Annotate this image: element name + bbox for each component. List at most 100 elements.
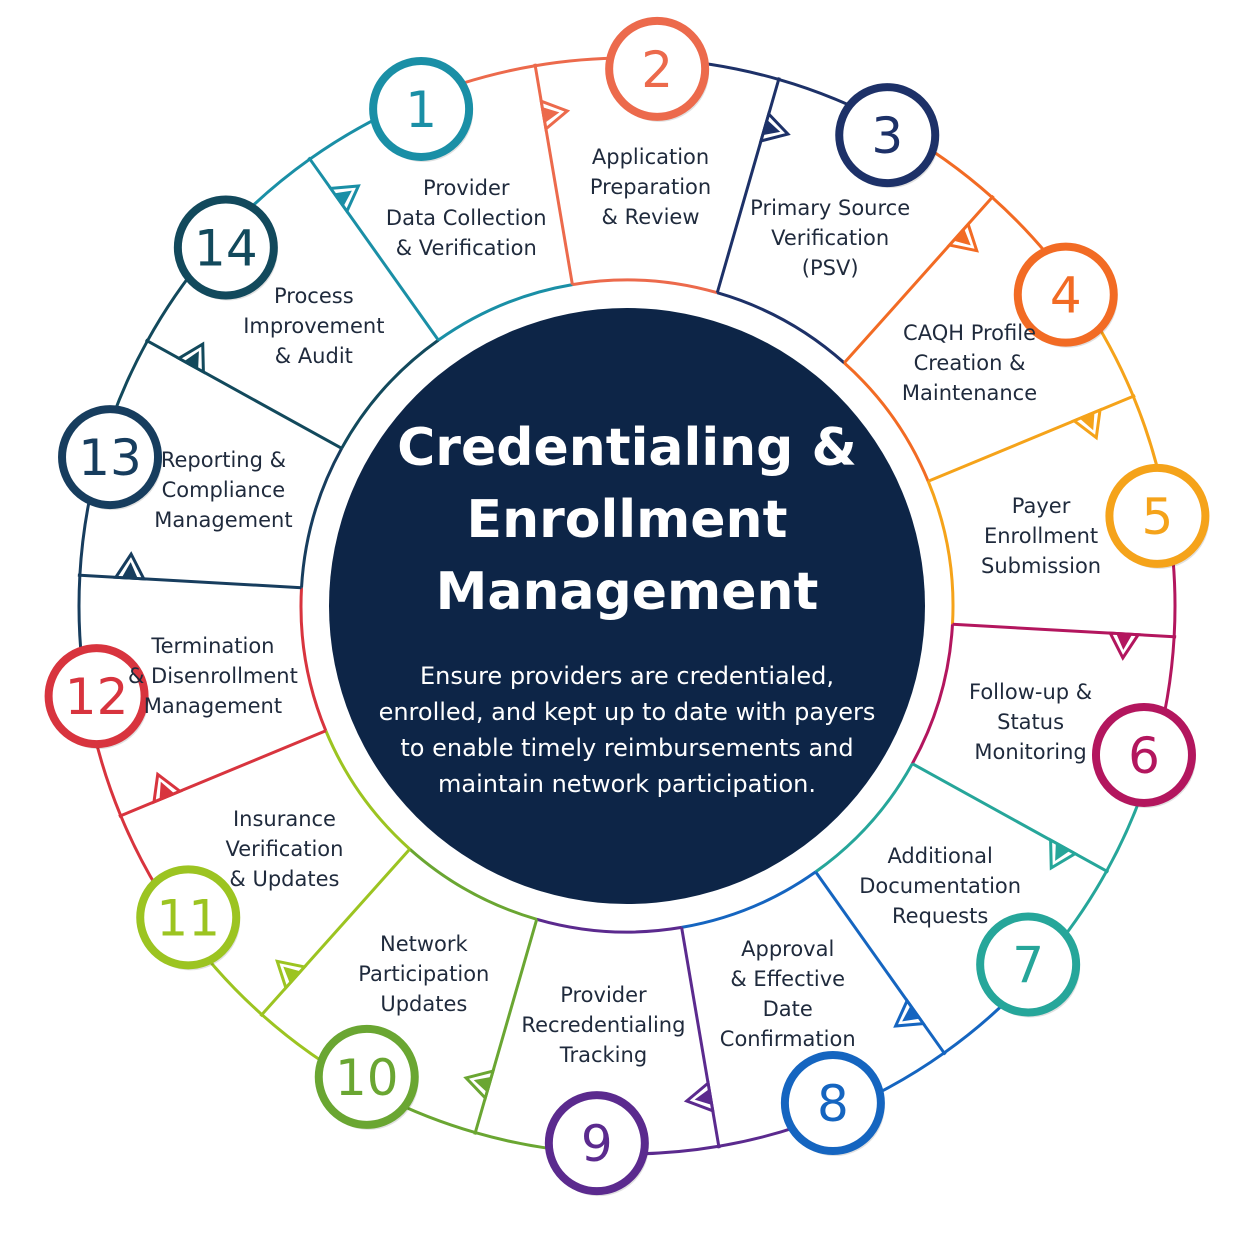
step-label-line: Follow-up & bbox=[969, 680, 1093, 705]
inner-ring-arc bbox=[814, 762, 914, 874]
center-text: Credentialing & Enrollment Management En… bbox=[357, 400, 897, 802]
flow-arrow-fill bbox=[542, 107, 560, 123]
step-circle bbox=[136, 865, 241, 970]
step-label-line: & Disenrollment bbox=[128, 664, 298, 689]
step-number: 6 bbox=[1128, 727, 1160, 785]
step-label-line: & Updates bbox=[229, 867, 340, 892]
step-label-line: Primary Source bbox=[750, 196, 911, 221]
step-number: 4 bbox=[1050, 267, 1082, 325]
step-label-line: Verification bbox=[225, 837, 344, 862]
step-label-line: Approval bbox=[741, 937, 835, 962]
flow-arrow-fill bbox=[1055, 843, 1070, 861]
step-label-line: Insurance bbox=[232, 807, 336, 832]
step-number: 9 bbox=[581, 1115, 613, 1173]
step-circle bbox=[44, 644, 149, 749]
step-label-line: Management bbox=[143, 694, 283, 719]
inner-ring-arc bbox=[716, 291, 846, 365]
step-label-line: & Verification bbox=[395, 235, 537, 260]
step-label-line: Tracking bbox=[559, 1043, 648, 1068]
flow-arrow-fill bbox=[694, 1089, 712, 1105]
step-circle bbox=[605, 16, 710, 121]
step-circle bbox=[780, 1051, 885, 1156]
step-number: 12 bbox=[65, 668, 129, 726]
inner-ring-arc bbox=[324, 730, 411, 851]
step-label-line: Improvement bbox=[243, 314, 385, 339]
inner-ring-arc bbox=[340, 338, 440, 450]
inner-ring-arc bbox=[843, 361, 930, 482]
step-label-line: Reporting & bbox=[160, 447, 286, 472]
step-label-line: Verification bbox=[771, 226, 890, 251]
inner-ring-arc bbox=[926, 480, 955, 625]
segment-divider bbox=[77, 573, 302, 590]
center-title: Credentialing & Enrollment Management bbox=[357, 412, 897, 628]
step-number: 14 bbox=[194, 220, 258, 278]
inner-ring-arc bbox=[300, 447, 343, 588]
step-number: 7 bbox=[1012, 936, 1044, 994]
step-number: 11 bbox=[156, 889, 220, 947]
step-label-line: Creation & bbox=[913, 350, 1026, 375]
flow-arrow-fill bbox=[184, 351, 199, 369]
step-label-line: Management bbox=[154, 507, 293, 532]
step-label-line: Data Collection bbox=[385, 205, 547, 230]
inner-ring-arc bbox=[681, 870, 817, 929]
step-label-line: Termination bbox=[151, 634, 275, 659]
center-title-line: Enrollment bbox=[466, 490, 788, 550]
step-number: 1 bbox=[405, 81, 437, 139]
step-label-line: & Review bbox=[601, 204, 700, 229]
flow-arrow-fill bbox=[473, 1076, 492, 1093]
flow-arrow-fill bbox=[762, 119, 781, 136]
step-label-line: Process bbox=[273, 284, 354, 309]
step-label-line: Provider bbox=[560, 983, 647, 1008]
inner-ring-arc bbox=[299, 587, 328, 732]
step-circle bbox=[976, 912, 1081, 1017]
step-number: 5 bbox=[1141, 488, 1173, 546]
step-label-line: Participation bbox=[358, 961, 490, 986]
step-label-line: & Effective bbox=[730, 967, 846, 992]
step-circle bbox=[314, 1024, 419, 1129]
step-label-line: (PSV) bbox=[801, 256, 859, 281]
step-label-line: Maintenance bbox=[901, 380, 1038, 405]
segment-divider bbox=[952, 622, 1177, 639]
step-circle bbox=[1091, 702, 1196, 807]
step-label-line: CAQH Profile bbox=[903, 320, 1036, 345]
step-label-line: Status bbox=[997, 710, 1065, 735]
step-circle bbox=[1013, 242, 1118, 347]
step-label-line: Network bbox=[379, 931, 468, 956]
inner-ring-arc bbox=[572, 278, 718, 295]
step-label-line: Recredentialing bbox=[521, 1013, 686, 1038]
center-title-line: Management bbox=[435, 562, 819, 622]
flow-arrow-fill bbox=[159, 781, 175, 800]
step-label-line: Provider bbox=[423, 175, 510, 200]
segment-divider bbox=[927, 394, 1136, 483]
inner-ring-arc bbox=[536, 917, 682, 934]
step-label-line: & Audit bbox=[274, 344, 353, 369]
step-number: 2 bbox=[641, 41, 673, 99]
inner-ring-arc bbox=[437, 283, 573, 342]
step-circle bbox=[173, 195, 278, 300]
step-circle bbox=[58, 405, 163, 510]
step-circle bbox=[1105, 463, 1210, 568]
step-label-line: Requests bbox=[892, 903, 989, 928]
step-label-line: Updates bbox=[380, 991, 468, 1016]
flow-arrow-fill bbox=[283, 966, 301, 984]
step-label-line: Documentation bbox=[859, 873, 1022, 898]
inner-ring-arc bbox=[911, 624, 954, 765]
flow-arrow-fill bbox=[334, 190, 352, 207]
flow-arrow-fill bbox=[1079, 412, 1095, 431]
step-number: 3 bbox=[871, 107, 903, 165]
center-description: Ensure providers are credentialed, enrol… bbox=[378, 662, 876, 798]
center-title-line: Credentialing & bbox=[397, 418, 857, 478]
step-circle bbox=[544, 1091, 649, 1196]
